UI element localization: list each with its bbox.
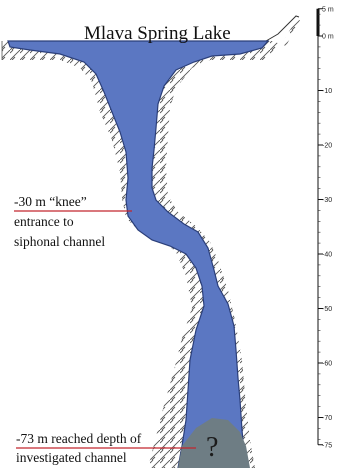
knee-annotation-line1: -30 m “knee” <box>14 194 87 209</box>
scale-tick-label: -30 <box>322 197 332 204</box>
knee-annotation-line3: siphonal channel <box>14 234 105 249</box>
scale-surface-band <box>316 8 320 36</box>
scale-tick-label: -75 <box>322 442 332 449</box>
scale-tick-label: -70 <box>322 415 332 422</box>
water-body <box>7 40 270 468</box>
unknown-deep-zone <box>178 418 250 468</box>
scale-tick-label: -10 <box>322 88 332 95</box>
right-bank-slope <box>265 15 300 42</box>
scale-tick-label: 0 m <box>322 34 334 41</box>
scale-tick-label: -40 <box>322 252 332 259</box>
scale-tick-label: -50 <box>322 306 332 313</box>
scale-tick-label: -20 <box>322 143 332 150</box>
scale-tick-label: -60 <box>322 361 332 368</box>
reached-annotation-line2: investigated channel <box>16 450 127 465</box>
unknown-question-mark: ? <box>206 432 218 463</box>
diagram-title: Mlava Spring Lake <box>84 23 231 44</box>
knee-annotation-line2: entrance to <box>14 214 74 229</box>
scale-tick-label: 5 m <box>322 6 334 13</box>
reached-annotation-line1: -73 m reached depth of <box>16 431 142 446</box>
depth-scale: 5 m 0 m -10 -20 -30 -40 -50 -60 -70 -75 <box>316 6 334 449</box>
